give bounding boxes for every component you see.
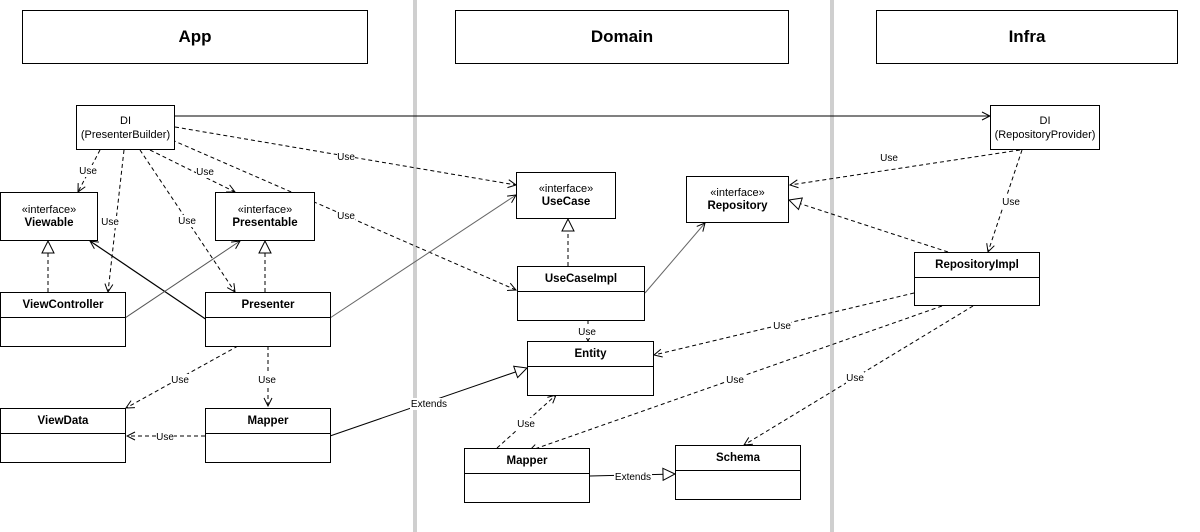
stereotype-label: «interface» xyxy=(538,182,594,195)
edge-label-use: Use xyxy=(578,327,596,338)
edge-usecaseimpl-repository xyxy=(644,223,705,294)
class-name-mapper: Mapper xyxy=(206,409,330,434)
node-text-di: DI xyxy=(120,114,131,127)
di-repository-provider-node[interactable]: DI (RepositoryProvider) xyxy=(990,105,1100,150)
class-name-presenter: Presenter xyxy=(206,293,330,318)
edge-label-use: Use xyxy=(178,216,196,227)
node-text-di: DI xyxy=(1039,114,1051,127)
interface-name-usecase: UseCase xyxy=(541,195,591,208)
edge-di-infra-repositoryimpl xyxy=(988,149,1023,252)
edge-label-use: Use xyxy=(726,375,744,386)
edge-viewcontroller-presentable xyxy=(124,241,240,319)
edge-label-use: Use xyxy=(846,373,864,384)
presenter-class-node[interactable]: Presenter xyxy=(205,292,331,347)
mapper-app-class-node[interactable]: Mapper xyxy=(205,408,331,463)
presentable-interface-node[interactable]: «interface» Presentable xyxy=(215,192,315,241)
viewcontroller-class-node[interactable]: ViewController xyxy=(0,292,126,347)
mapper-domain-class-node[interactable]: Mapper xyxy=(464,448,590,503)
schema-class-node[interactable]: Schema xyxy=(675,445,801,500)
interface-name-presentable: Presentable xyxy=(232,216,298,229)
edge-di-presentable xyxy=(149,149,235,192)
edge-label-use: Use xyxy=(337,152,355,163)
edge-label-use: Use xyxy=(517,419,535,430)
edge-label-use: Use xyxy=(101,217,119,228)
usecase-interface-node[interactable]: «interface» UseCase xyxy=(516,172,616,219)
edge-repositoryimpl-repository xyxy=(789,200,949,253)
class-name-mapper: Mapper xyxy=(465,449,589,474)
layer-divider-app-domain xyxy=(413,0,417,532)
layer-title-app: App xyxy=(178,27,212,46)
layer-title-domain: Domain xyxy=(590,27,654,46)
edge-label-use: Use xyxy=(171,375,189,386)
edge-label-extends: Extends xyxy=(615,472,651,483)
edge-label-use: Use xyxy=(156,432,174,443)
layer-header-infra: Infra xyxy=(876,10,1178,64)
viewable-interface-node[interactable]: «interface» Viewable xyxy=(0,192,98,241)
edge-label-use: Use xyxy=(1002,197,1020,208)
class-name-viewdata: ViewData xyxy=(1,409,125,434)
stereotype-label: «interface» xyxy=(21,203,77,216)
repositoryimpl-class-node[interactable]: RepositoryImpl xyxy=(914,252,1040,306)
edge-di-infra-repository xyxy=(790,149,1021,185)
edge-mapperd-entity xyxy=(496,395,556,449)
edge-label-use: Use xyxy=(258,375,276,386)
edge-label-use: Use xyxy=(196,167,214,178)
layer-header-app: App xyxy=(22,10,368,64)
edge-label-use: Use xyxy=(79,166,97,177)
edge-presenter-usecase xyxy=(329,195,516,319)
usecaseimpl-class-node[interactable]: UseCaseImpl xyxy=(517,266,645,321)
class-name-repositoryimpl: RepositoryImpl xyxy=(915,253,1039,278)
di-presenter-builder-node[interactable]: DI (PresenterBuilder) xyxy=(76,105,175,150)
repository-interface-node[interactable]: «interface» Repository xyxy=(686,176,789,223)
edge-label-use: Use xyxy=(337,211,355,222)
node-text-presenter-builder: (PresenterBuilder) xyxy=(80,128,171,141)
layer-header-domain: Domain xyxy=(455,10,789,64)
viewdata-class-node[interactable]: ViewData xyxy=(0,408,126,463)
interface-name-viewable: Viewable xyxy=(24,216,74,229)
interface-name-repository: Repository xyxy=(707,199,768,212)
edge-label-extends: Extends xyxy=(411,399,447,410)
edge-label-group: Use Use Use Use Use Use Use Use Use Exte… xyxy=(79,151,1020,483)
class-name-usecaseimpl: UseCaseImpl xyxy=(518,267,644,292)
entity-class-node[interactable]: Entity xyxy=(527,341,654,396)
class-name-schema: Schema xyxy=(676,446,800,471)
class-name-entity: Entity xyxy=(528,342,653,367)
layer-title-infra: Infra xyxy=(1008,27,1046,46)
edge-label-use: Use xyxy=(880,153,898,164)
node-text-repository-provider: (RepositoryProvider) xyxy=(994,128,1096,141)
edge-presenter-viewable xyxy=(90,241,208,321)
edge-label-use: Use xyxy=(773,321,791,332)
stereotype-label: «interface» xyxy=(237,203,293,216)
layer-divider-domain-infra xyxy=(830,0,834,532)
class-name-viewcontroller: ViewController xyxy=(1,293,125,318)
stereotype-label: «interface» xyxy=(710,186,765,199)
edge-di-usecase xyxy=(174,126,516,185)
